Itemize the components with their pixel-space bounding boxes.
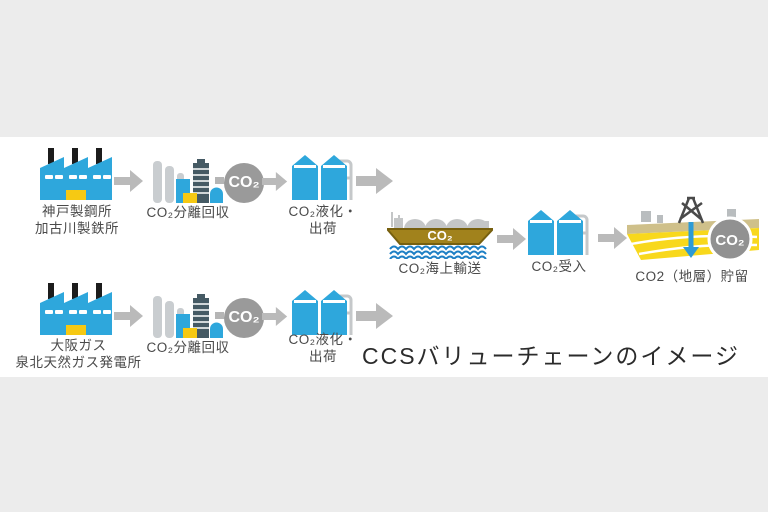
flow-arrow-icon <box>262 171 288 192</box>
receiving-tanks-icon <box>528 210 589 255</box>
capture-label: CO₂分離回収 <box>146 205 230 220</box>
shipping-label: CO₂海上輸送 <box>398 261 482 276</box>
factory-icon <box>40 148 112 200</box>
drill-derrick-icon <box>677 196 705 224</box>
pipe-dash <box>215 177 224 184</box>
capture-plant-icon <box>153 159 223 203</box>
flow-arrow-icon <box>114 305 143 327</box>
geological-storage-icon: CO₂ <box>627 196 759 262</box>
liquefaction-label: CO₂液化・ 出荷 <box>271 203 375 237</box>
liquefaction-label-line2: 出荷 <box>309 349 337 364</box>
capture-plant-icon <box>153 294 223 338</box>
liquefaction-label-line1: CO₂液化・ <box>288 332 358 347</box>
diagram-title: CCSバリューチェーンのイメージ <box>362 343 740 369</box>
receiving-label: CO₂受入 <box>531 259 587 274</box>
source-label: 大阪ガス 泉北天然ガス発電所 <box>6 337 151 371</box>
ship-cargo-label: CO₂ <box>427 228 453 243</box>
co2-injection-arrow-icon <box>683 222 699 258</box>
flow-arrow-icon <box>356 303 393 329</box>
liquefaction-label-line2: 出荷 <box>309 221 337 236</box>
co2-badge: CO₂ <box>224 298 264 338</box>
liquefaction-label-line1: CO₂液化・ <box>288 204 358 219</box>
liquefaction-label: CO₂液化・ 出荷 <box>271 331 375 365</box>
pipe-dash <box>215 312 224 319</box>
source-label-line1: 大阪ガス <box>50 338 107 353</box>
flow-arrow-icon <box>497 228 526 250</box>
co2-badge: CO₂ <box>224 163 264 203</box>
flow-arrow-icon <box>114 170 143 192</box>
co2-carrier-ship-icon: CO₂ <box>387 212 493 259</box>
co2-badge: CO₂ <box>715 232 744 249</box>
capture-label: CO₂分離回収 <box>146 340 230 355</box>
flow-arrow-icon <box>262 306 288 327</box>
source-label: 神戸製鋼所 加古川製鉄所 <box>8 203 146 237</box>
storage-label: CO2（地層）貯留 <box>635 269 749 284</box>
flow-arrow-icon <box>598 227 627 249</box>
source-label-line1: 神戸製鋼所 <box>42 204 112 219</box>
source-label-line2: 泉北天然ガス発電所 <box>15 355 142 370</box>
liquefaction-tanks-icon <box>292 290 353 335</box>
liquefaction-tanks-icon <box>292 155 353 200</box>
flow-arrow-icon <box>356 168 393 194</box>
source-label-line2: 加古川製鉄所 <box>35 221 119 236</box>
factory-icon <box>40 283 112 335</box>
